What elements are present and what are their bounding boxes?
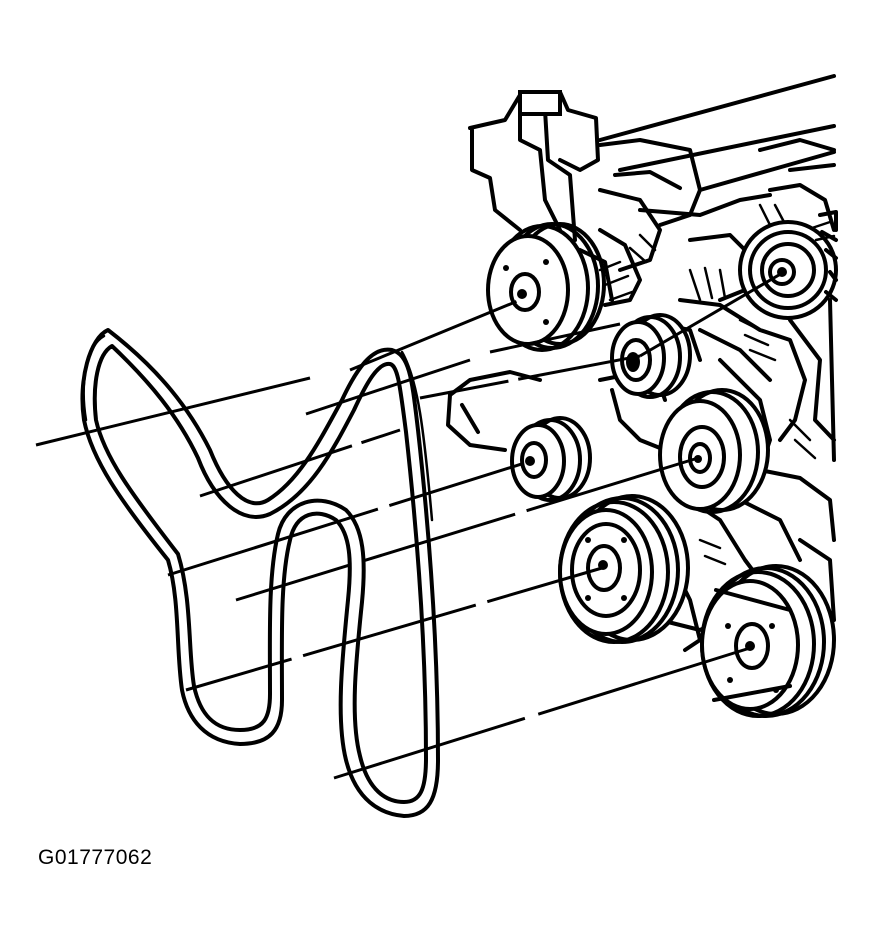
idler-pulley-upper: [610, 313, 692, 399]
camshaft-sprocket: [738, 210, 838, 320]
leader-lines: [35, 270, 785, 780]
drive-belt: [80, 328, 440, 818]
idler-pulley-lower: [510, 416, 592, 502]
figure-id-label: G01777062: [38, 846, 153, 869]
belt-tensioner-pulley: [658, 388, 770, 514]
power-steering-pump-pulley: [486, 222, 606, 352]
ac-compressor-pulley: [558, 494, 690, 644]
crankshaft-pulley: [700, 564, 836, 718]
engine-block-outline: [446, 74, 836, 652]
